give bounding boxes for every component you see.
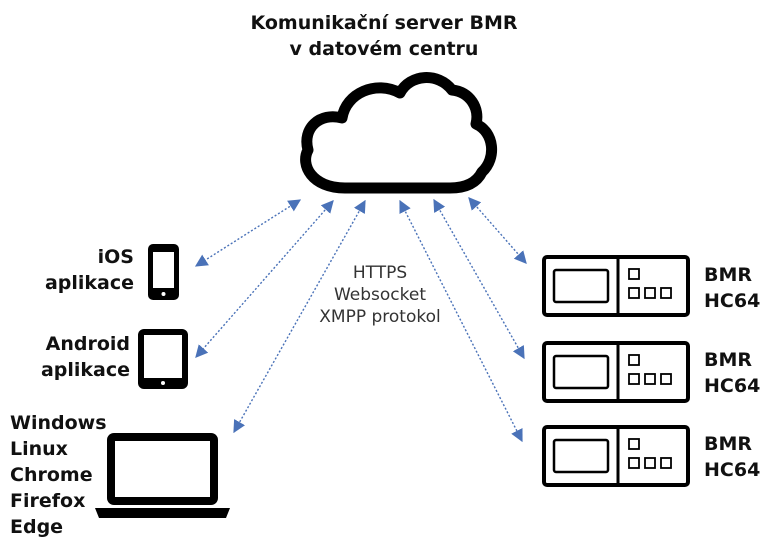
device-label-line2: HC64: [704, 375, 761, 397]
arrow-device-1: [468, 197, 527, 264]
smartphone-icon: [148, 244, 179, 300]
server-title-line2: v datovém centru: [289, 38, 479, 60]
device-label-line1: BMR: [704, 433, 753, 455]
arrow-android: [195, 200, 334, 358]
device-label-line2: HC64: [704, 290, 761, 312]
bmr-device-icon-2: [542, 341, 690, 403]
bmr-device-icon-1: [542, 255, 690, 317]
device-label-line1: BMR: [704, 264, 753, 286]
ios-label-line2: aplikace: [44, 272, 134, 294]
ios-label-line1: iOS: [97, 246, 134, 268]
desktop-platforms-label: Windows Linux Chrome Firefox Edge: [10, 410, 107, 540]
device-label-3: BMR HC64: [704, 431, 760, 483]
device-label-line2: HC64: [704, 459, 761, 481]
desktop-platform-item: Linux: [10, 438, 68, 460]
tablet-icon: [138, 329, 188, 389]
protocol-line1: HTTPS: [352, 263, 408, 283]
desktop-platform-item: Chrome: [10, 464, 93, 486]
cloud-icon: [300, 72, 498, 194]
device-label-line1: BMR: [704, 349, 753, 371]
device-label-2: BMR HC64: [704, 347, 760, 399]
android-label-line2: aplikace: [40, 359, 130, 381]
arrow-device-3: [399, 199, 523, 443]
server-title-line1: Komunikační server BMR: [250, 12, 518, 34]
arrow-desktop: [233, 199, 366, 434]
desktop-platform-item: Edge: [10, 516, 64, 538]
laptop-icon: [95, 433, 230, 518]
device-label-1: BMR HC64: [704, 262, 760, 314]
desktop-platform-item: Firefox: [10, 490, 86, 512]
bmr-device-icon-3: [542, 425, 690, 487]
protocol-line2: Websocket: [333, 285, 427, 305]
server-title: Komunikační server BMR v datovém centru: [234, 10, 534, 62]
protocol-label: HTTPS Websocket XMPP protokol: [305, 262, 455, 328]
android-label: Android aplikace: [20, 331, 130, 383]
android-label-line1: Android: [45, 333, 130, 355]
desktop-platform-item: Windows: [10, 412, 107, 434]
protocol-line3: XMPP protokol: [319, 307, 441, 327]
ios-label: iOS aplikace: [30, 244, 134, 296]
